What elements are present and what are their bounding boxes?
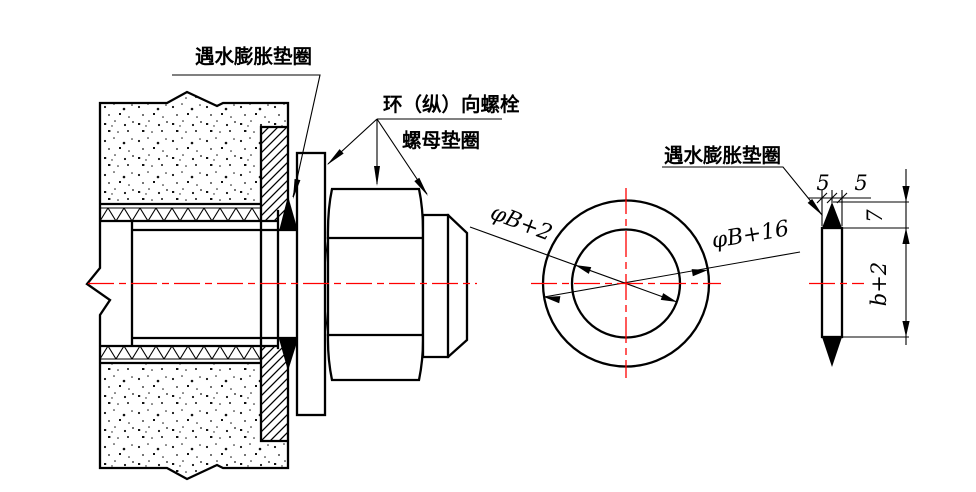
swelling-washer-section-top [279, 196, 298, 231]
dim-arrow [902, 186, 910, 202]
swelling-washer-right-label: 遇水膨胀垫圈 [664, 144, 781, 167]
dim-arrow [902, 228, 910, 244]
nut-washer-label: 螺母垫圈 [402, 129, 480, 152]
inner-diameter-label: φB+2 [487, 200, 556, 246]
inner-diameter-dim-line [469, 226, 678, 303]
outer-diameter-label: φB+16 [710, 216, 791, 254]
hex-nut [326, 187, 425, 382]
section-view [85, 90, 469, 481]
width-left-label: 5 [816, 171, 829, 195]
hex-nut-facets [326, 236, 425, 337]
concrete-bottom-fill [100, 363, 288, 479]
dim-arrow [544, 296, 561, 304]
side-view: 5 5 7 b+2 [808, 169, 910, 367]
gasket-band-bottom [100, 346, 262, 359]
ring-height-label: b+2 [867, 262, 891, 306]
leader-line [172, 74, 321, 198]
centerlines [88, 188, 864, 378]
dim-arrow [902, 321, 910, 337]
leader-arrow [414, 177, 428, 196]
dim-ticks [816, 192, 848, 204]
hatch-bottom [261, 346, 288, 441]
concrete-top-fill [100, 92, 288, 204]
gasket-band-top [100, 208, 262, 221]
width-right-label: 5 [854, 171, 867, 195]
swelling-washer-left-label: 遇水膨胀垫圈 [195, 45, 312, 68]
bolt-label: 环（纵）向螺栓 [383, 93, 520, 116]
leader-arrow [374, 166, 380, 186]
concrete-outline [85, 90, 299, 481]
dim-arrow [660, 293, 677, 302]
leader-arrow [293, 178, 301, 199]
washer-ring-tip-bottom [822, 337, 842, 367]
washer-ring-body [820, 226, 844, 339]
leader-arrow [807, 198, 823, 216]
callouts: 遇水膨胀垫圈 环（纵）向螺栓 螺母垫圈 遇水膨胀垫圈 [172, 45, 823, 216]
swelling-washer-section-bottom [279, 339, 298, 371]
outer-diameter-dim-line [543, 251, 801, 298]
dim-arrow [575, 265, 592, 274]
hatch-top [261, 127, 288, 221]
leader-line [662, 166, 823, 216]
dim-arrow [691, 269, 708, 277]
extension-lines [808, 169, 909, 345]
bolt-end [421, 213, 469, 359]
lip-height-label: 7 [863, 209, 887, 223]
leader-arrow [327, 149, 344, 165]
leader-lines [327, 118, 502, 195]
washer-ring-tip-top [822, 202, 842, 228]
gasket-band-borders [100, 207, 261, 360]
